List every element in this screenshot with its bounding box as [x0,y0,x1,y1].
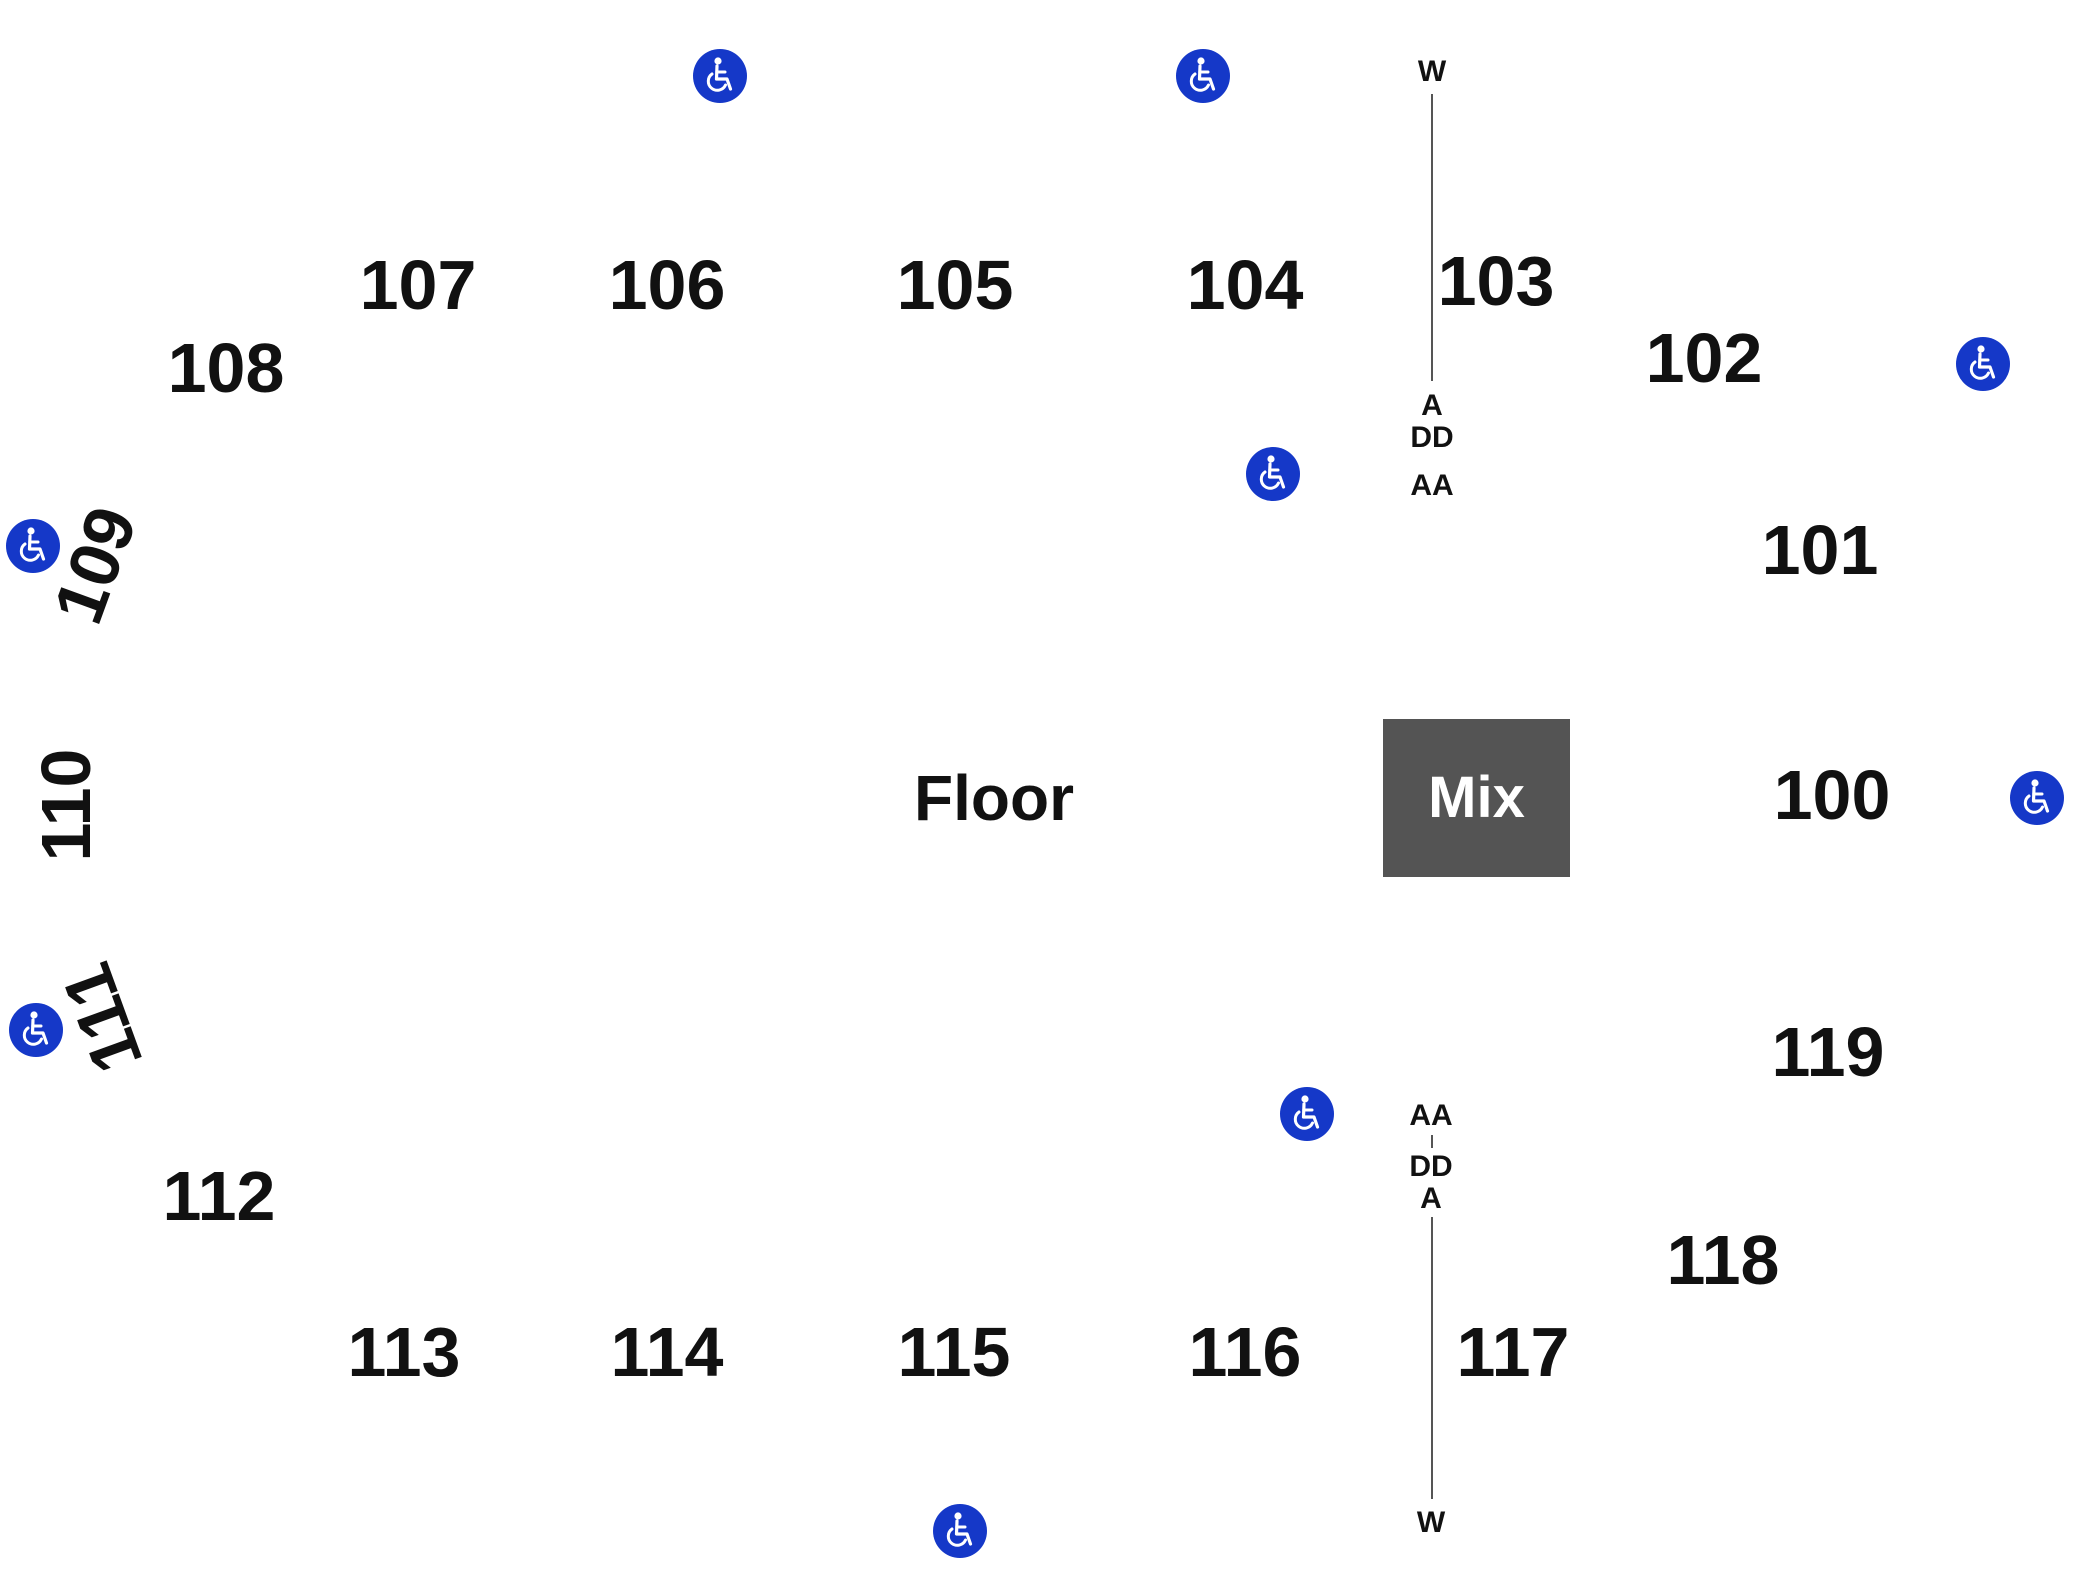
section-117[interactable]: 117 [1456,1313,1570,1391]
row-marker-top-a: A [1421,389,1443,422]
section-102[interactable]: 102 [1645,319,1763,397]
wheelchair-icon[interactable] [8,1002,64,1058]
section-103[interactable]: 103 [1437,242,1555,320]
section-105[interactable]: 105 [896,246,1014,324]
wheelchair-icon[interactable] [5,518,61,574]
wheelchair-icon[interactable] [2009,770,2065,826]
section-118[interactable]: 118 [1666,1221,1780,1299]
floor-label: Floor [914,762,1074,834]
section-100[interactable]: 100 [1773,756,1891,834]
section-101[interactable]: 101 [1761,511,1879,589]
wheelchair-icon[interactable] [1279,1086,1335,1142]
row-marker-bottom-w: W [1416,1506,1446,1539]
mix-position[interactable]: Mix [1383,719,1570,877]
row-marker-top-dd: DD [1410,421,1454,454]
section-112[interactable]: 112 [162,1157,276,1235]
wheelchair-icon[interactable] [932,1503,988,1559]
section-113[interactable]: 113 [347,1313,461,1391]
section-106[interactable]: 106 [608,246,726,324]
wheelchair-icon[interactable] [1245,446,1301,502]
row-marker-top-aa: AA [1410,469,1454,502]
wheelchair-icon[interactable] [692,48,748,104]
row-line-top [1431,94,1433,381]
section-104[interactable]: 104 [1186,246,1304,324]
row-marker-bottom-dd: DD [1409,1150,1453,1183]
row-marker-bottom-a: A [1420,1182,1442,1215]
row-line-bottom [1431,1217,1433,1499]
section-110[interactable]: 110 [27,748,105,862]
row-line-bottom-short [1431,1135,1433,1148]
section-115[interactable]: 115 [897,1313,1011,1391]
section-107[interactable]: 107 [359,246,477,324]
wheelchair-icon[interactable] [1175,48,1231,104]
section-114[interactable]: 114 [610,1313,724,1391]
section-111[interactable]: 111 [46,953,158,1083]
wheelchair-icon[interactable] [1955,336,2011,392]
section-119[interactable]: 119 [1771,1013,1885,1091]
row-marker-bottom-aa: AA [1409,1099,1453,1132]
section-108[interactable]: 108 [167,329,285,407]
section-116[interactable]: 116 [1188,1313,1302,1391]
row-marker-top-w: W [1417,55,1447,88]
mix-label: Mix [1428,765,1525,830]
